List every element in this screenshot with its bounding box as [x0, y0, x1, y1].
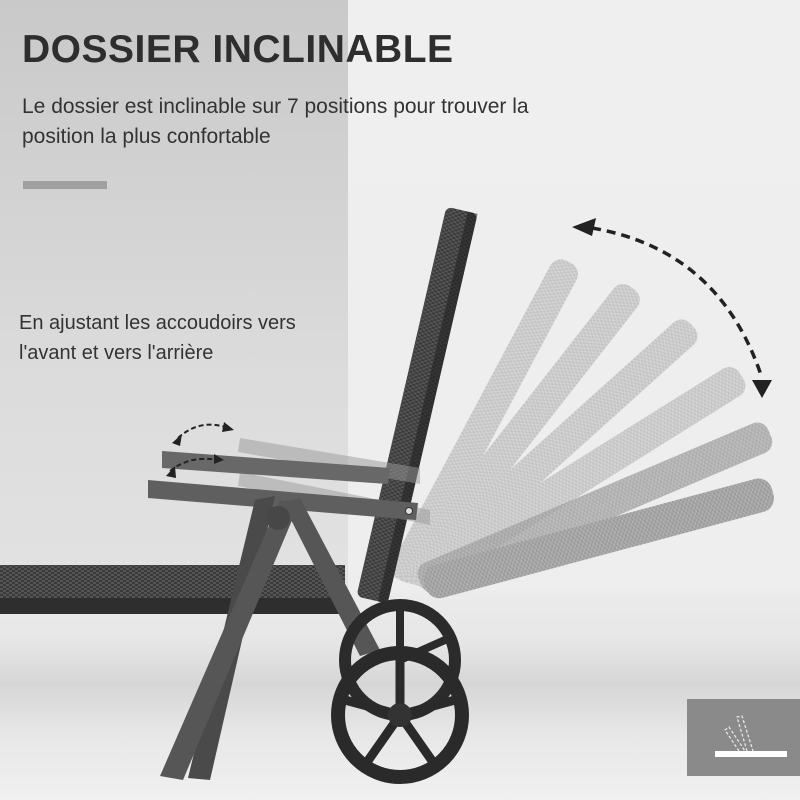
- recline-positions-icon: [715, 715, 787, 757]
- front-wheel: [331, 646, 469, 784]
- seat: [0, 565, 345, 614]
- frame: [160, 496, 380, 780]
- page-title: DOSSIER INCLINABLE: [22, 28, 454, 71]
- recline-arrow-icon: [591, 226, 764, 379]
- feature-description: Le dossier est inclinable sur 7 position…: [22, 95, 529, 148]
- recline-arrow-head-down: [752, 380, 772, 398]
- ghost-backrest-positions: [390, 259, 774, 599]
- armrest-description: En ajustant les accoudoirs vers l'avant …: [19, 312, 296, 364]
- recline-positions-badge: [687, 699, 800, 776]
- recline-arrow-head-up: [572, 218, 596, 236]
- title-divider: [23, 181, 107, 189]
